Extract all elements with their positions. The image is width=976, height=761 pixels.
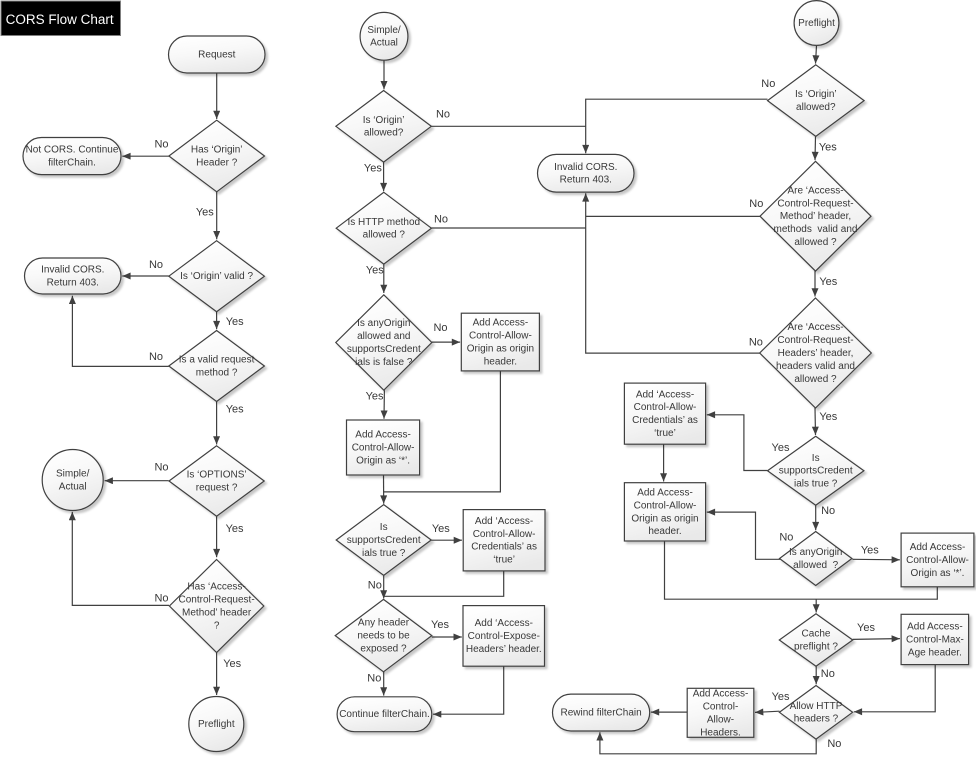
svg-text:Invalid CORS.Return 403.: Invalid CORS.Return 403. <box>41 265 104 289</box>
svg-text:Continue filterChain.: Continue filterChain. <box>339 709 430 720</box>
svg-text:Is ‘Origin’allowed?: Is ‘Origin’allowed? <box>795 89 837 113</box>
svg-text:Yes: Yes <box>226 316 244 328</box>
svg-text:No: No <box>749 198 763 210</box>
svg-text:Yes: Yes <box>861 544 879 556</box>
svg-text:Yes: Yes <box>772 691 790 703</box>
svg-text:Add Access-Control-Allow-Origi: Add Access-Control-Allow-Origin as origi… <box>467 318 534 368</box>
svg-text:Is ‘OPTIONS’request ?: Is ‘OPTIONS’request ? <box>187 470 247 494</box>
svg-text:Yes: Yes <box>226 403 244 415</box>
svg-text:Yes: Yes <box>819 276 837 288</box>
svg-text:Are ‘Access-Control-Request-He: Are ‘Access-Control-Request-Headers’ hea… <box>776 322 855 385</box>
svg-text:Are ‘Access-Control-Request-Me: Are ‘Access-Control-Request-Method’ head… <box>774 185 858 248</box>
svg-text:No: No <box>368 580 382 592</box>
svg-text:No: No <box>779 532 793 544</box>
svg-text:No: No <box>436 109 450 121</box>
svg-text:No: No <box>749 337 763 349</box>
svg-text:Invalid CORS.Return 403.: Invalid CORS.Return 403. <box>554 162 617 186</box>
svg-text:No: No <box>149 351 163 363</box>
svg-text:Yes: Yes <box>366 265 384 277</box>
svg-text:Is ‘Origin’ valid ?: Is ‘Origin’ valid ? <box>180 271 253 282</box>
svg-text:Yes: Yes <box>366 391 384 403</box>
svg-text:Request: Request <box>198 50 235 61</box>
svg-text:Preflight: Preflight <box>798 18 835 29</box>
svg-text:CORS Flow Chart: CORS Flow Chart <box>6 12 114 27</box>
svg-text:Add ‘Access-Control-Expose-Hea: Add ‘Access-Control-Expose-Headers’ head… <box>466 618 542 655</box>
svg-text:No: No <box>367 673 381 685</box>
svg-text:Yes: Yes <box>772 442 790 454</box>
svg-text:Add Access-Control-Allow-Heade: Add Access-Control-Allow-Headers. <box>693 688 749 738</box>
svg-text:Yes: Yes <box>196 206 214 218</box>
svg-text:No: No <box>821 505 835 517</box>
svg-text:Simple/Actual: Simple/Actual <box>56 469 90 493</box>
svg-text:Yes: Yes <box>857 622 875 634</box>
svg-text:Has ‘Access-Control-Request-Me: Has ‘Access-Control-Request-Method’ head… <box>179 582 255 632</box>
svg-text:No: No <box>827 738 841 750</box>
svg-text:Preflight: Preflight <box>198 719 235 730</box>
svg-text:Yes: Yes <box>431 619 449 631</box>
svg-text:No: No <box>154 592 168 604</box>
svg-text:Yes: Yes <box>819 411 837 423</box>
svg-text:No: No <box>434 213 448 225</box>
svg-text:Add ‘Access-Control-Allow-Cred: Add ‘Access-Control-Allow-Credentials’ a… <box>632 389 698 439</box>
svg-text:No: No <box>433 322 447 334</box>
svg-text:Yes: Yes <box>819 141 837 153</box>
svg-text:Has ‘Origin’Header ?: Has ‘Origin’Header ? <box>191 145 243 169</box>
svg-text:No: No <box>149 259 163 271</box>
svg-text:Simple/Actual: Simple/Actual <box>367 25 401 49</box>
svg-text:Add Access-Control-Max-Age hea: Add Access-Control-Max-Age header. <box>906 622 964 659</box>
svg-text:No: No <box>761 78 775 90</box>
svg-text:Add Access-Control-Allow-Origi: Add Access-Control-Allow-Origin as origi… <box>631 488 698 538</box>
svg-text:Add ‘Access-Control-Allow-Cred: Add ‘Access-Control-Allow-Credentials’ a… <box>471 516 537 566</box>
svg-text:Yes: Yes <box>364 163 382 175</box>
svg-text:Add Access-Control-Allow-Origi: Add Access-Control-Allow-Origin as ‘*’. <box>906 542 969 579</box>
svg-text:No: No <box>821 668 835 680</box>
svg-text:Rewind filterChain: Rewind filterChain <box>561 708 642 719</box>
svg-text:Yes: Yes <box>226 523 244 535</box>
svg-text:No: No <box>154 462 168 474</box>
svg-text:Yes: Yes <box>432 523 450 535</box>
svg-text:No: No <box>154 138 168 150</box>
svg-text:Yes: Yes <box>223 658 241 670</box>
svg-text:Is ‘Origin’allowed?: Is ‘Origin’allowed? <box>363 115 405 139</box>
svg-text:Add Access-Control-Allow-Origi: Add Access-Control-Allow-Origin as ‘*’. <box>352 430 415 467</box>
